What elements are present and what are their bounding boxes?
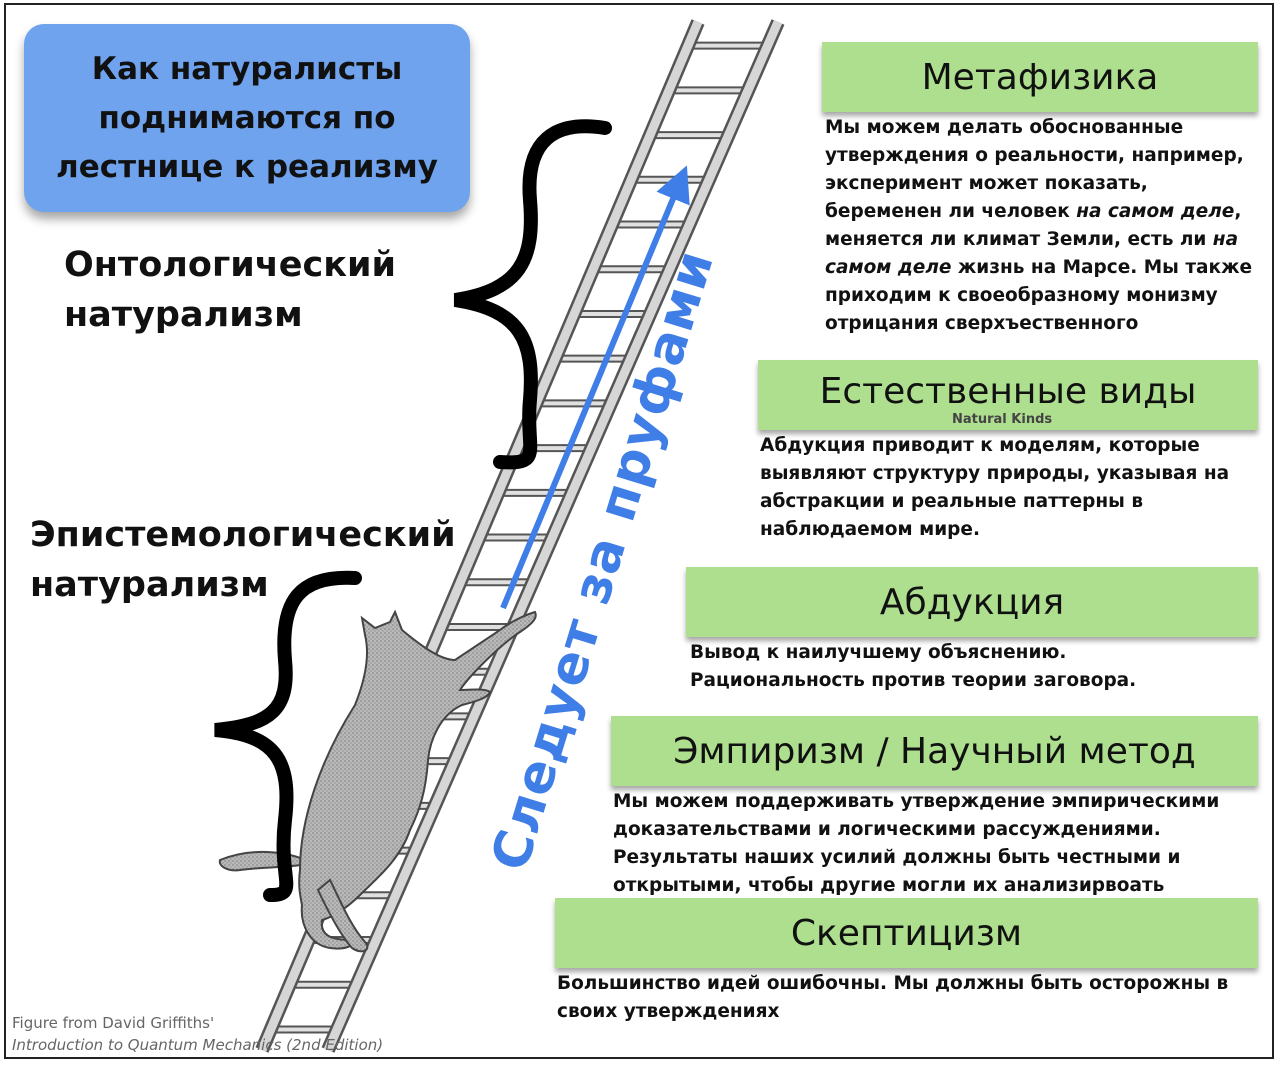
level-natural-kinds-description: Абдукция приводит к моделям, которые выя… (760, 435, 1230, 540)
level-metaphysics-description-part: на самом деле (1076, 201, 1235, 222)
level-natural-kinds-subtitle: Natural Kinds (952, 412, 1053, 427)
level-metaphysics-description-part: жизнь на Марсе. Мы также приходим к свое… (825, 257, 1253, 334)
page-title: Как натуралисты поднимаются по лестнице … (56, 50, 438, 185)
figure-credit: Figure from David Griffiths' Introductio… (12, 1012, 383, 1056)
level-abduction-description: Вывод к наилучшему объяснению. Рациональ… (690, 642, 1137, 691)
level-skepticism-header: Скептицизм (555, 898, 1258, 968)
level-abduction-header: Абдукция (686, 567, 1258, 637)
level-skepticism-title: Скептицизм (790, 912, 1023, 954)
ontological-naturalism-label: Онтологический натурализм (64, 245, 397, 335)
level-metaphysics-header: Метафизика (822, 42, 1258, 112)
level-metaphysics-description: Мы можем делать обоснованные утверждения… (825, 114, 1255, 338)
level-metaphysics-title: Метафизика (921, 56, 1159, 98)
epistemological-naturalism-label: Эпистемологический натурализм (30, 515, 456, 605)
title-banner: Как натуралисты поднимаются по лестнице … (24, 24, 470, 212)
level-empiricism-header: Эмпиризм / Научный метод (611, 716, 1258, 786)
image-frame (4, 3, 1274, 1059)
level-natural-kinds-header: Естественные виды (758, 360, 1258, 430)
figure-credit-line1: Figure from David Griffiths' (12, 1014, 215, 1032)
level-natural-kinds-title: Естественные виды (819, 370, 1197, 412)
level-metaphysics-description-part: , меняется ли климат Земли, есть ли (825, 201, 1242, 250)
figure-credit-line2: Introduction to Quantum Mechanics (2nd E… (12, 1036, 384, 1054)
level-metaphysics-description-part: Мы можем делать обоснованные утверждения… (825, 117, 1244, 222)
evidence-arrow (500, 165, 690, 610)
level-empiricism-description: Мы можем поддерживать утверждение эмпири… (613, 791, 1220, 896)
level-metaphysics-description-part: на самом деле (825, 229, 1239, 278)
level-empiricism-title: Эмпиризм / Научный метод (673, 730, 1196, 772)
level-abduction-title: Абдукция (879, 581, 1065, 623)
upper-brace (453, 119, 612, 470)
lower-brace (214, 570, 362, 902)
level-skepticism-description: Большинство идей ошибочны. Мы должны быт… (557, 973, 1229, 1022)
